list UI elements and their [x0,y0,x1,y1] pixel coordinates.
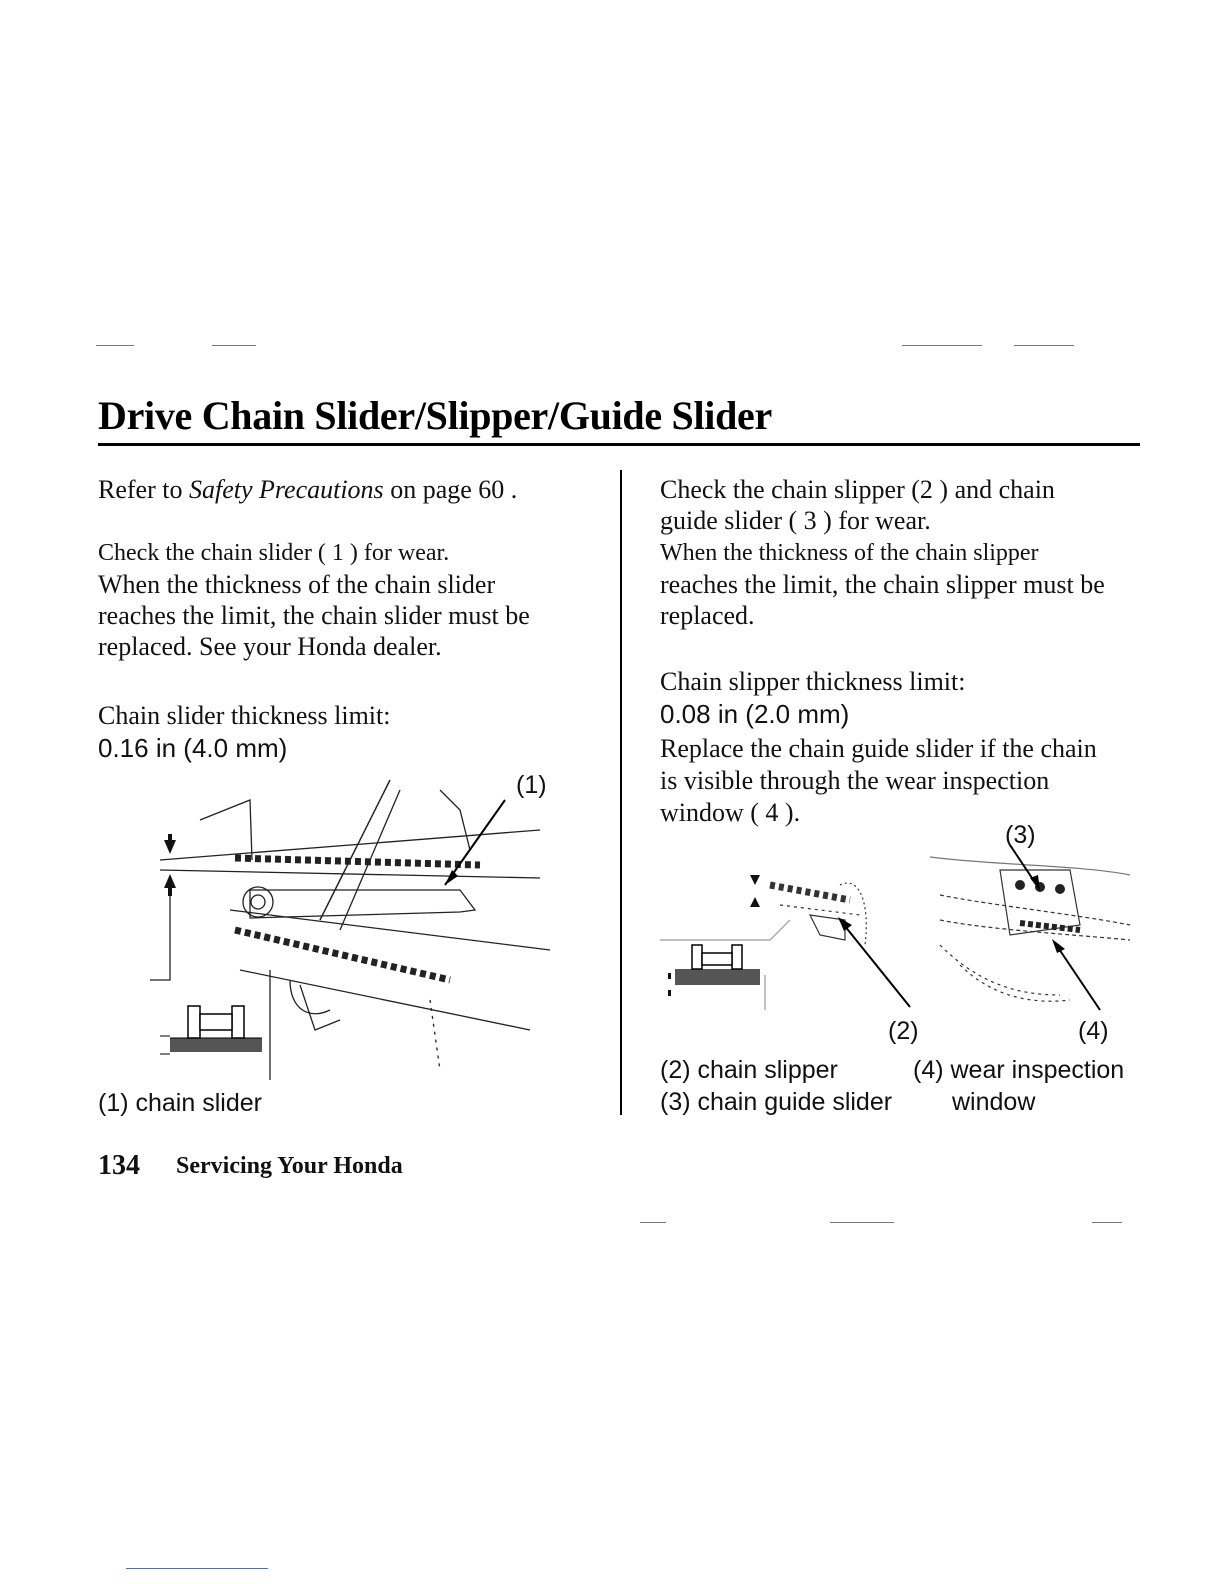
slider-paragraph-line: reaches the limit, the chain slider must… [98,601,530,630]
callout-4: (4) [1078,1017,1109,1045]
top-rule-dash [902,345,982,346]
top-rule-dash [1014,345,1074,346]
page-title: Drive Chain Slider/Slipper/Guide Slider [98,393,772,438]
bottom-rule-dash [830,1222,894,1223]
caption-chain-guide-slider: (3) chain guide slider [660,1088,893,1116]
slider-paragraph-line: replaced. See your Honda dealer. [98,632,442,661]
chain-slipper-guide-illustration [660,844,1131,1011]
callout-1: (1) [516,771,547,799]
top-rule-dash [212,345,256,346]
safety-precautions-link[interactable]: Safety Precautions [188,475,384,504]
slider-limit-value: 0.16 in (4.0 mm) [98,733,288,763]
replace-guide-line: is visible through the wear inspection [660,766,1050,795]
replace-guide-line: window ( 4 ). [660,798,801,827]
top-rule-dash [96,345,134,346]
callout-3: (3) [1005,821,1036,849]
chain-slider-illustration [150,779,551,1080]
chain-slider-caption: (1) chain slider [98,1089,262,1117]
bottom-link-rule [126,1568,268,1569]
slider-limit-label: Chain slider thickness limit: [98,701,391,730]
slider-paragraph-line: When the thickness of the chain slider [98,570,496,599]
refer-line: Refer to Safety Precautions on page 60 . [98,474,517,505]
slipper-limit-value: 0.08 in (2.0 mm) [660,699,850,729]
check-slider-line: Check the chain slider ( 1 ) for wear. [98,540,450,566]
bottom-rule-dash [640,1222,666,1223]
replace-guide-line: Replace the chain guide slider if the ch… [660,734,1097,763]
slipper-paragraph-line: replaced. [660,601,755,630]
page-number: 134 [98,1150,140,1181]
title-underline [98,443,1140,446]
bottom-rule-dash [1092,1222,1122,1223]
section-name: Servicing Your Honda [176,1153,403,1179]
refer-prefix: Refer to [98,475,189,504]
caption-wear-inspection: (4) wear inspection [913,1056,1125,1084]
check-slipper-line: guide slider ( 3 ) for wear. [660,506,931,535]
callout-2: (2) [888,1017,919,1045]
slipper-paragraph-line: When the thickness of the chain slipper [660,540,1039,566]
check-slipper-line: Check the chain slipper (2 ) and chain [660,475,1055,504]
caption-wear-inspection-window: window [952,1088,1036,1116]
caption-chain-slipper: (2) chain slipper [660,1056,838,1084]
slipper-limit-label: Chain slipper thickness limit: [660,667,966,696]
column-divider [620,470,622,1115]
refer-suffix: on page 60 . [383,475,518,504]
slipper-paragraph-line: reaches the limit, the chain slipper mus… [660,570,1105,599]
